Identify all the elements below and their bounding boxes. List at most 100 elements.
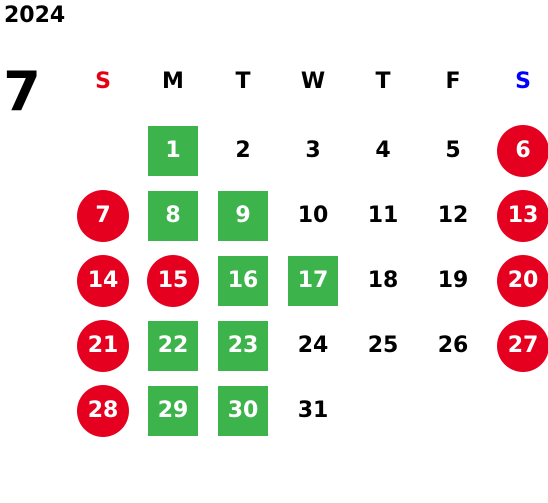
day-plain: 24 <box>297 332 329 358</box>
day-cell: 3 <box>278 118 348 183</box>
day-plain: 31 <box>297 397 329 423</box>
day-number: 31 <box>297 397 329 423</box>
day-number: 24 <box>297 332 329 358</box>
day-cell: 8 <box>138 183 208 248</box>
day-number: 14 <box>87 267 119 293</box>
holiday-marker: 20 <box>497 254 548 307</box>
holiday-marker: 28 <box>77 384 129 437</box>
day-cell: 7 <box>68 183 138 248</box>
highlight-marker: 1 <box>148 125 198 176</box>
highlight-marker: 23 <box>218 320 268 371</box>
day-number: 22 <box>157 332 189 358</box>
day-number: 12 <box>437 202 469 228</box>
day-plain: 12 <box>437 202 469 228</box>
highlight-marker: 29 <box>148 385 198 436</box>
day-plain: 25 <box>367 332 399 358</box>
day-number: 18 <box>367 267 399 293</box>
day-cell: 30 <box>208 378 278 443</box>
highlight-marker: 16 <box>218 255 268 306</box>
day-cell: 31 <box>278 378 348 443</box>
day-number: 10 <box>297 202 329 228</box>
day-number: 6 <box>515 137 531 163</box>
day-number: 13 <box>507 202 539 228</box>
day-cell: 18 <box>348 248 418 313</box>
highlight-marker: 17 <box>288 255 338 306</box>
day-number: 21 <box>87 332 119 358</box>
day-plain: 2 <box>235 137 251 163</box>
day-plain: 5 <box>445 137 461 163</box>
day-cell: 28 <box>68 378 138 443</box>
weekday-sun: S <box>95 69 111 94</box>
day-cell: 2 <box>208 118 278 183</box>
day-number: 25 <box>367 332 399 358</box>
day-plain: 4 <box>375 137 391 163</box>
day-cell: 20 <box>488 248 548 313</box>
highlight-marker: 30 <box>218 385 268 436</box>
day-cell: 25 <box>348 313 418 378</box>
holiday-marker: 13 <box>497 189 548 242</box>
day-plain: 11 <box>367 202 399 228</box>
calendar-year: 2024 <box>4 3 66 28</box>
day-cell: 6 <box>488 118 548 183</box>
day-number: 5 <box>445 137 461 163</box>
day-number: 7 <box>95 202 111 228</box>
day-plain: 3 <box>305 137 321 163</box>
day-cell: 26 <box>418 313 488 378</box>
holiday-marker: 7 <box>77 189 129 242</box>
day-cell: 12 <box>418 183 488 248</box>
holiday-marker: 6 <box>497 124 548 177</box>
day-number: 27 <box>507 332 539 358</box>
day-cell: 5 <box>418 118 488 183</box>
day-cell: 1 <box>138 118 208 183</box>
day-cell: 24 <box>278 313 348 378</box>
weekday-thu: T <box>375 69 391 94</box>
day-cell: 11 <box>348 183 418 248</box>
day-number: 19 <box>437 267 469 293</box>
day-number: 4 <box>375 137 391 163</box>
day-number: 30 <box>227 397 259 423</box>
day-number: 29 <box>157 397 189 423</box>
day-cell: 9 <box>208 183 278 248</box>
weekday-wed: W <box>300 69 326 94</box>
day-cell: 4 <box>348 118 418 183</box>
highlight-marker: 9 <box>218 190 268 241</box>
calendar-month: 7 <box>3 60 41 123</box>
day-number: 16 <box>227 267 259 293</box>
day-cell: 17 <box>278 248 348 313</box>
day-cell: 29 <box>138 378 208 443</box>
day-cell: 10 <box>278 183 348 248</box>
highlight-marker: 8 <box>148 190 198 241</box>
day-number: 8 <box>165 202 181 228</box>
holiday-marker: 15 <box>147 254 199 307</box>
day-plain: 19 <box>437 267 469 293</box>
day-number: 2 <box>235 137 251 163</box>
day-cell: 19 <box>418 248 488 313</box>
day-number: 28 <box>87 397 119 423</box>
day-number: 3 <box>305 137 321 163</box>
day-number: 15 <box>157 267 189 293</box>
holiday-marker: 27 <box>497 319 548 372</box>
day-number: 23 <box>227 332 259 358</box>
weekday-sat: S <box>515 69 531 94</box>
day-plain: 18 <box>367 267 399 293</box>
day-number: 9 <box>235 202 251 228</box>
day-plain: 10 <box>297 202 329 228</box>
day-cell: 21 <box>68 313 138 378</box>
highlight-marker: 22 <box>148 320 198 371</box>
day-cell: 27 <box>488 313 548 378</box>
day-plain: 26 <box>437 332 469 358</box>
day-number: 1 <box>165 137 181 163</box>
day-number: 26 <box>437 332 469 358</box>
weekday-header-row: S M T W T F S <box>68 64 548 100</box>
weekday-fri: F <box>445 69 461 94</box>
holiday-marker: 21 <box>77 319 129 372</box>
weekday-mon: M <box>162 69 184 94</box>
day-cell: 22 <box>138 313 208 378</box>
weekday-tue: T <box>235 69 251 94</box>
holiday-marker: 14 <box>77 254 129 307</box>
day-number: 20 <box>507 267 539 293</box>
day-number: 17 <box>297 267 329 293</box>
day-number: 11 <box>367 202 399 228</box>
day-cell: 16 <box>208 248 278 313</box>
